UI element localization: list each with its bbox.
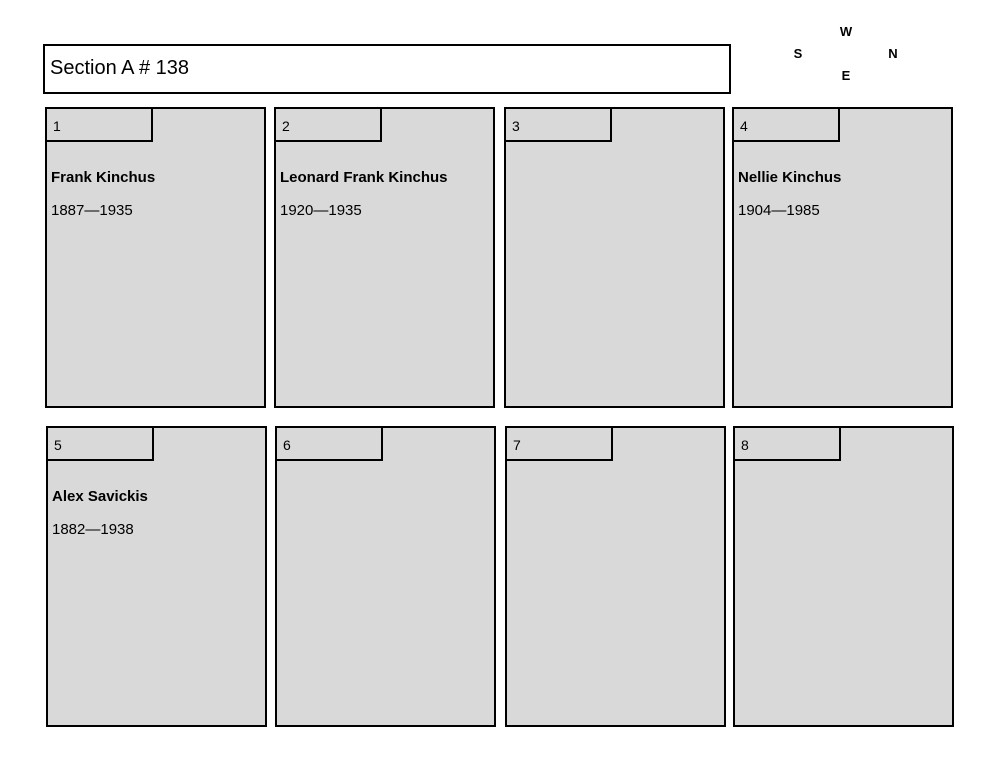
compass-left-letter: S [793,46,803,61]
plot-2: 2 Leonard Frank Kinchus 1920—1935 [274,107,495,408]
plot-name: Frank Kinchus [51,169,156,186]
plot-number: 5 [54,437,62,453]
section-title: Section A # 138 [50,57,190,79]
plot-number-tab [48,428,154,461]
plot-6: 6 [275,426,496,727]
compass-right-letter: N [888,46,898,61]
plot-8: 8 [733,426,954,727]
plot-number-tab [735,428,841,461]
plot-number-tab [276,109,382,142]
plot-number: 7 [513,437,521,453]
plot-number: 2 [282,118,290,134]
section-header-box: Section A # 138 [43,44,731,94]
plot-1: 1 Frank Kinchus 1887—1935 [45,107,266,408]
compass-bottom-letter: E [841,68,851,83]
plot-number: 4 [740,118,748,134]
plot-number-tab [277,428,383,461]
plot-number-tab [47,109,153,142]
plot-number-tab [507,428,613,461]
plot-4: 4 Nellie Kinchus 1904—1985 [732,107,953,408]
plot-number: 3 [512,118,520,134]
plot-number: 8 [741,437,749,453]
plot-number: 6 [283,437,291,453]
plot-number: 1 [53,118,61,134]
plot-name: Alex Savickis [52,488,148,505]
compass-top-letter: W [839,24,853,39]
plot-dates: 1920—1935 [280,202,362,219]
plot-dates: 1887—1935 [51,202,133,219]
plot-5: 5 Alex Savickis 1882—1938 [46,426,267,727]
plot-number-tab [506,109,612,142]
plot-dates: 1882—1938 [52,521,134,538]
plot-3: 3 [504,107,725,408]
plot-7: 7 [505,426,726,727]
plot-number-tab [734,109,840,142]
plot-name: Nellie Kinchus [738,169,842,186]
plot-name: Leonard Frank Kinchus [280,169,448,186]
plot-dates: 1904—1985 [738,202,820,219]
